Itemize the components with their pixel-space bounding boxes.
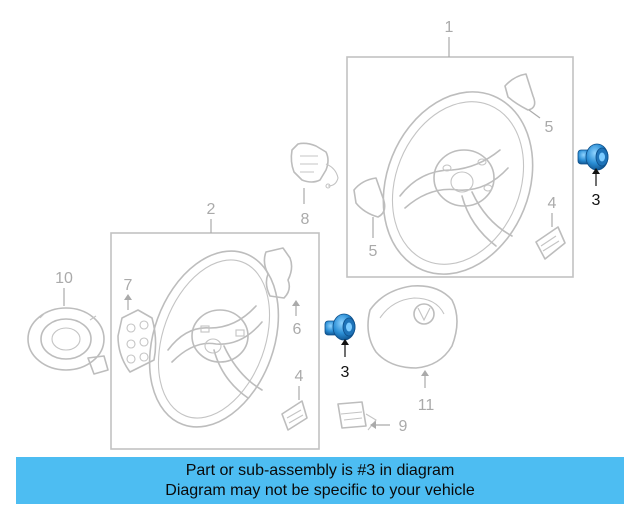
switch-9[interactable] [337, 401, 377, 431]
callout-8: 8 [301, 211, 310, 228]
multifunction-switch-8[interactable] [290, 142, 339, 189]
callout-7: 7 [124, 277, 133, 294]
callout-1: 1 [445, 19, 454, 36]
callout-5-upper-right: 5 [545, 119, 554, 136]
callout-11: 11 [418, 397, 435, 414]
switch-panel-7[interactable] [117, 309, 157, 373]
banner-line-2: Diagram may not be specific to your vehi… [165, 481, 475, 499]
steering-wheel-assembly-1[interactable] [346, 56, 574, 297]
callout-5-upper-left: 5 [369, 243, 378, 260]
cover-trim-6[interactable] [263, 247, 293, 299]
bolt-3-upper[interactable] [577, 143, 609, 171]
callout-4-upper: 4 [548, 195, 557, 212]
callout-10: 10 [55, 270, 73, 287]
callout-3-lower: 3 [341, 364, 350, 381]
switch-4-upper[interactable] [535, 226, 566, 260]
callout-9: 9 [399, 418, 408, 435]
callout-3-upper: 3 [592, 192, 601, 209]
switch-4-lower[interactable] [281, 400, 308, 431]
callout-2: 2 [207, 201, 216, 218]
callout-6: 6 [293, 321, 302, 338]
cover-trim-5-left[interactable] [353, 177, 386, 218]
info-banner: Part or sub-assembly is #3 in diagram Di… [16, 457, 624, 504]
clock-spring-10[interactable] [27, 307, 109, 375]
airbag-module-11[interactable] [367, 284, 458, 369]
callout-4-lower: 4 [295, 368, 304, 385]
parts-diagram: 1 5 5 4 8 3 6 4 [27, 19, 609, 450]
steering-wheel-assembly-2[interactable] [110, 232, 320, 450]
bolt-3-lower[interactable] [324, 313, 356, 341]
cover-trim-5-right[interactable] [504, 73, 536, 111]
banner-line-1: Part or sub-assembly is #3 in diagram [185, 461, 455, 479]
